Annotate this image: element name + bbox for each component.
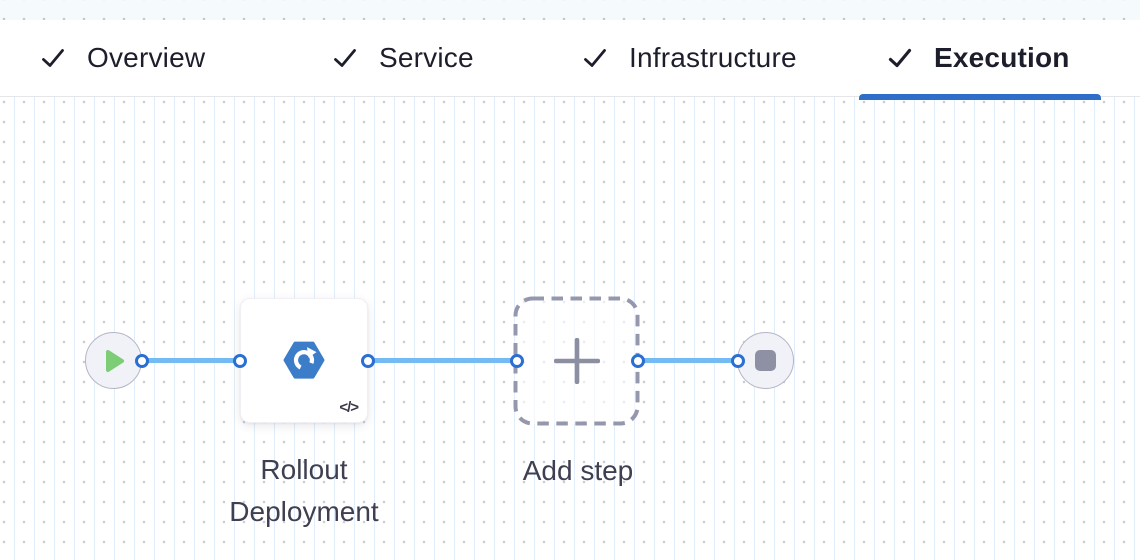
tab-execution[interactable]: Execution <box>887 20 1070 96</box>
canvas-top-strip <box>0 0 1140 20</box>
check-icon <box>888 48 912 68</box>
play-icon <box>105 349 124 372</box>
port-rollout-out[interactable] <box>361 354 375 368</box>
connector-addstep-to-end <box>638 358 738 363</box>
active-tab-underline <box>859 94 1101 100</box>
tab-infrastructure[interactable]: Infrastructure <box>582 20 797 96</box>
port-addstep-in[interactable] <box>510 354 524 368</box>
check-icon <box>584 49 606 67</box>
port-start-out[interactable] <box>135 354 149 368</box>
end-node <box>737 332 794 389</box>
step-node-rollout-deployment[interactable]: </> <box>240 298 368 423</box>
pipeline-canvas[interactable]: </> Rollout Deployment Add step <box>0 97 1140 560</box>
add-step-label: Add step <box>522 455 634 486</box>
stage-tab-bar: Overview Service Infrastructure Executio… <box>0 20 1140 100</box>
port-addstep-out[interactable] <box>631 354 645 368</box>
tab-label: Execution <box>934 42 1070 73</box>
step-label-rollout-deployment: Rollout Deployment <box>229 454 379 527</box>
check-icon <box>334 49 356 67</box>
port-rollout-in[interactable] <box>233 354 247 368</box>
plus-icon <box>553 338 600 384</box>
code-icon: </> <box>339 399 359 416</box>
tab-label: Service <box>379 42 474 73</box>
add-step-node[interactable] <box>513 296 640 426</box>
tab-service[interactable]: Service <box>332 20 474 96</box>
rollout-deployment-hexagon-icon <box>283 341 325 379</box>
tab-overview[interactable]: Overview <box>40 20 205 96</box>
connector-rollout-to-addstep <box>368 358 517 363</box>
start-node <box>85 332 142 389</box>
tab-label: Infrastructure <box>629 42 797 73</box>
tab-label: Overview <box>87 42 206 73</box>
check-icon <box>42 49 64 67</box>
stop-icon <box>755 350 776 371</box>
port-end-in[interactable] <box>731 354 745 368</box>
connector-start-to-rollout <box>141 358 240 363</box>
